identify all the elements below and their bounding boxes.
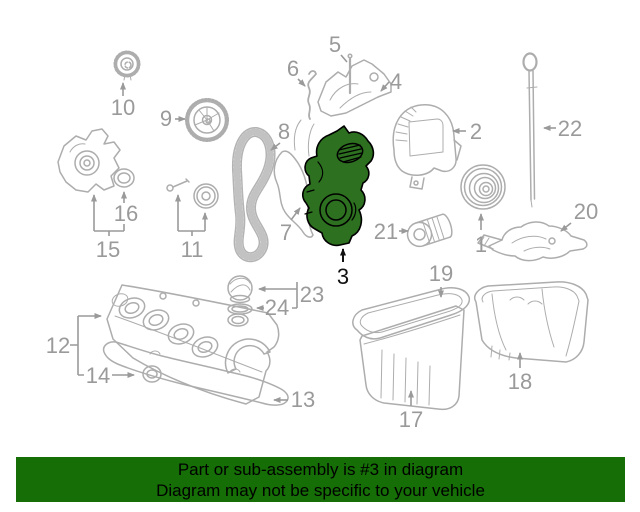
callout-6-label: 6 — [287, 56, 299, 81]
part-10-cam-seal-drawing — [113, 50, 141, 81]
part-7-gasket-drawing — [273, 119, 315, 238]
callout-19-label: 19 — [429, 261, 453, 286]
callout-15-label: 15 — [96, 237, 120, 262]
part-21-oil-filter-drawing — [406, 213, 453, 248]
callout-4-label: 4 — [390, 69, 402, 94]
callouts-layer: 1 2 3 4 5 6 7 8 — [46, 32, 598, 432]
callout-7: 7 — [280, 207, 301, 245]
callout-14-label: 14 — [86, 363, 110, 388]
callout-22-label: 22 — [558, 116, 582, 141]
callout-23-label: 23 — [300, 282, 324, 307]
part-16-seal-drawing — [113, 168, 135, 188]
callout-5: 5 — [329, 32, 348, 63]
callout-16: 16 — [114, 191, 138, 226]
callout-8-label: 8 — [278, 119, 290, 144]
callout-7-label: 7 — [280, 220, 292, 245]
callout-20-label: 20 — [574, 199, 598, 224]
part-18-oil-pan-drawing — [474, 281, 589, 363]
callout-3-highlighted: 3 — [337, 248, 349, 289]
callout-17-label: 17 — [399, 407, 423, 432]
part-8-timing-belt-drawing — [231, 127, 276, 263]
callout-6: 6 — [287, 56, 306, 87]
callout-20: 20 — [560, 199, 598, 232]
part-13-gasket-drawing — [102, 341, 289, 406]
callout-2: 2 — [452, 119, 482, 144]
callout-19: 19 — [429, 261, 453, 298]
callout-5-label: 5 — [329, 32, 341, 57]
callout-12: 12 — [46, 313, 102, 376]
part-22-dipstick-drawing — [522, 52, 538, 208]
callout-8: 8 — [270, 119, 290, 151]
callout-24: 24 — [256, 295, 289, 320]
callout-11: 11 — [175, 194, 208, 262]
part-6-rod-drawing — [307, 70, 317, 120]
part-20-baffle-drawing — [477, 221, 588, 262]
callout-2-label: 2 — [470, 119, 482, 144]
callout-4: 4 — [380, 69, 402, 94]
callout-1: 1 — [475, 213, 487, 257]
callout-18-label: 18 — [508, 369, 532, 394]
callout-10-label: 10 — [111, 95, 135, 120]
callout-23: 23 — [258, 282, 324, 309]
callout-14: 14 — [86, 363, 135, 388]
callout-16-label: 16 — [114, 201, 138, 226]
part-9-cam-sprocket-drawing — [185, 98, 229, 142]
part-2-upper-belt-cover-drawing — [392, 104, 462, 190]
callout-10: 10 — [111, 82, 135, 120]
part-5-pin-drawing — [347, 53, 353, 95]
part-1-crank-pulley-drawing — [460, 164, 506, 210]
callout-9-label: 9 — [160, 106, 172, 131]
callout-22: 22 — [543, 116, 582, 141]
callout-9: 9 — [160, 106, 186, 131]
callout-24-label: 24 — [265, 295, 289, 320]
callout-12-label: 12 — [46, 333, 70, 358]
part-4-upper-cover-drawing — [317, 59, 392, 117]
callout-3-label: 3 — [337, 264, 349, 289]
part-19-pan-gasket-drawing — [352, 287, 471, 340]
callout-11-label: 11 — [181, 237, 204, 262]
part-17-oil-pan-drawing — [359, 305, 465, 411]
callout-1-label: 1 — [475, 232, 487, 257]
highlight-banner: Part or sub-assembly is #3 in diagram Di… — [16, 457, 625, 502]
callout-13-label: 13 — [291, 387, 315, 412]
callout-18: 18 — [508, 352, 532, 394]
part-3-lower-timing-cover-highlighted — [301, 125, 375, 247]
callout-21: 21 — [374, 219, 409, 244]
callout-13: 13 — [273, 387, 315, 412]
banner-line-1: Part or sub-assembly is #3 in diagram — [177, 460, 464, 479]
banner-line-2: Diagram may not be specific to your vehi… — [156, 481, 485, 500]
callout-17: 17 — [399, 390, 423, 432]
callout-15: 15 — [91, 194, 125, 262]
part-11-tensioner-drawing — [166, 178, 219, 209]
part-23-oil-cap-drawing — [227, 275, 253, 304]
part-12-valve-cover-drawing — [106, 284, 280, 405]
part-15-oil-pump-drawing — [57, 128, 121, 193]
highlighted-part-body — [301, 125, 375, 247]
callout-21-label: 21 — [374, 219, 398, 244]
